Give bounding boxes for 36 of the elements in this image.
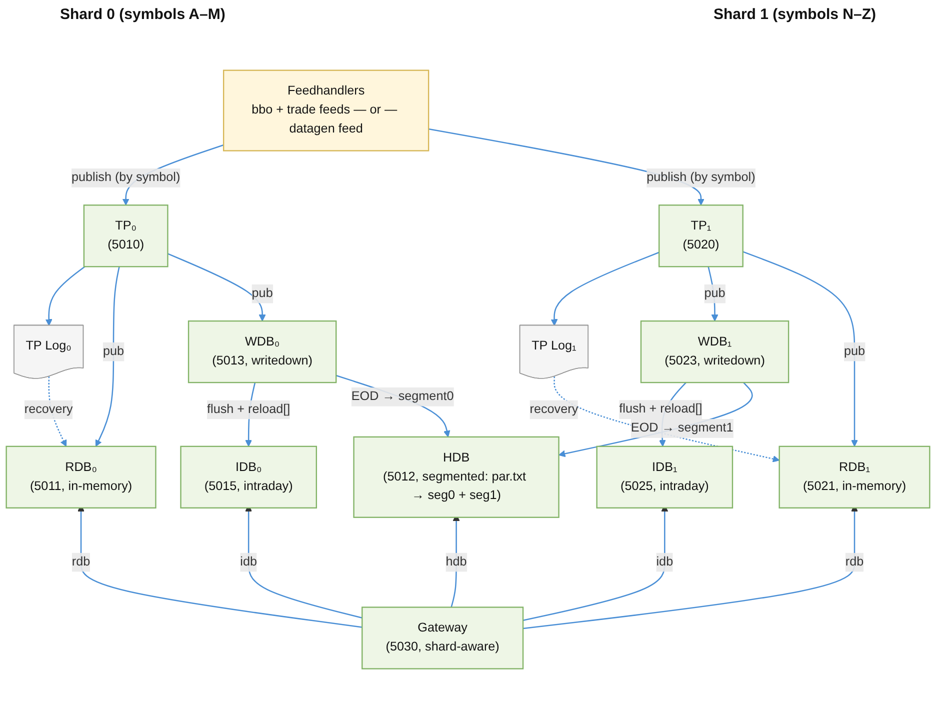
edge-label: publish (by symbol): [646, 171, 756, 185]
edge-label: publish (by symbol): [71, 171, 180, 185]
node-box: WDB₁ (5023, writedown): [640, 320, 790, 384]
edge-label: recovery: [24, 403, 73, 417]
arrow: [550, 252, 660, 326]
edge-label: idb: [240, 556, 258, 570]
node-box: IDB₀ (5015, intraday): [180, 446, 318, 509]
edge-label: recovery: [530, 403, 578, 417]
node-box: TP₀ (5010): [83, 205, 168, 268]
edge-label: flush + reload[]: [207, 403, 290, 417]
node-box: WDB₀ (5013, writedown): [188, 320, 337, 384]
shard-heading: Shard 0 (symbols A–M): [60, 6, 226, 25]
shard-heading: Shard 1 (symbols N–Z): [713, 6, 876, 25]
arrow: [742, 252, 858, 448]
edge-label: pub: [252, 287, 273, 301]
edge-label: rdb: [72, 556, 90, 570]
node-box: Feedhandlers bbo + trade feeds — or — datagen feed: [222, 70, 430, 152]
edge-label: pub: [102, 345, 124, 359]
edge-label: pub: [704, 287, 726, 301]
edge-label: EOD → segment1: [630, 422, 734, 436]
node-box: IDB₁ (5025, intraday): [596, 446, 734, 509]
arrow: [95, 266, 120, 448]
edge-label: rdb: [845, 556, 864, 570]
arrow: [167, 254, 266, 322]
edge-label: EOD → segment0: [351, 390, 454, 404]
edge-label: idb: [656, 556, 674, 570]
node-box: RDB₀ (5011, in-memory): [6, 446, 156, 509]
node-box: TP₁ (5020): [658, 205, 744, 268]
node-box: HDB (5012, segmented: par.txt → seg0 + seg1): [353, 436, 560, 518]
node-box: Gateway (5030, shard-aware): [362, 607, 524, 670]
edge-label: hdb: [446, 556, 467, 570]
edge-label: flush + reload[]: [619, 402, 702, 416]
edge-label: pub: [844, 345, 866, 359]
arrow: [45, 266, 86, 326]
arrow: [708, 266, 718, 322]
node-box: RDB₁ (5021, in-memory): [778, 446, 930, 509]
